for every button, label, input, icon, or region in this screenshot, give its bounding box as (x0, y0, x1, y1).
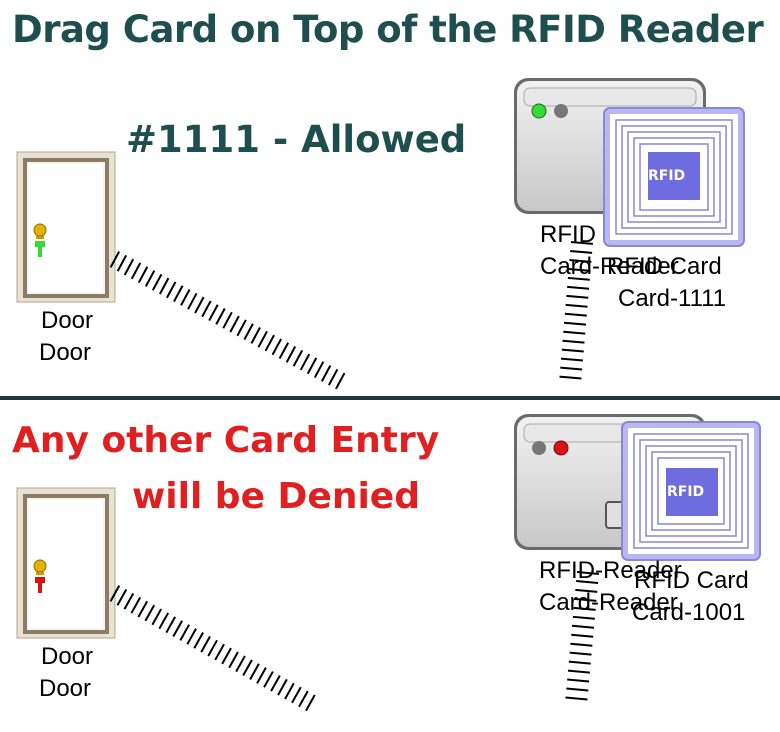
reader-label: RFID-Reader (539, 557, 682, 584)
card-label: RFID Card (634, 567, 749, 594)
connector-line-reader (559, 241, 593, 384)
door-icon (16, 151, 116, 303)
denied-line1: Any other Card Entry (12, 420, 440, 461)
denied-line2: will be Denied (132, 476, 420, 517)
page-title: Drag Card on Top of the RFID Reader (12, 8, 764, 51)
rfid-card-icon[interactable] (603, 107, 745, 247)
card-chip-label: RFID (648, 168, 686, 184)
card-label: RFID Card (607, 253, 722, 280)
door-icon (16, 487, 116, 639)
door-label: Door (41, 307, 94, 334)
section-divider (0, 396, 780, 400)
card-id-label: Card-1111 (618, 285, 727, 312)
allowed-status-text: #1111 - Allowed (126, 118, 467, 161)
door-type-label: Door (39, 339, 92, 366)
card-id-label: Card-1001 (632, 599, 746, 626)
door-label: Door (41, 643, 94, 670)
reader-type-label: Card-Reader (540, 253, 679, 280)
reader-label: RFID (540, 221, 596, 248)
card-chip-label: RFID (667, 484, 705, 500)
reader-type-label: Card-Reader (539, 589, 678, 616)
door-type-label: Door (39, 675, 92, 702)
rfid-card-icon[interactable] (621, 421, 761, 561)
